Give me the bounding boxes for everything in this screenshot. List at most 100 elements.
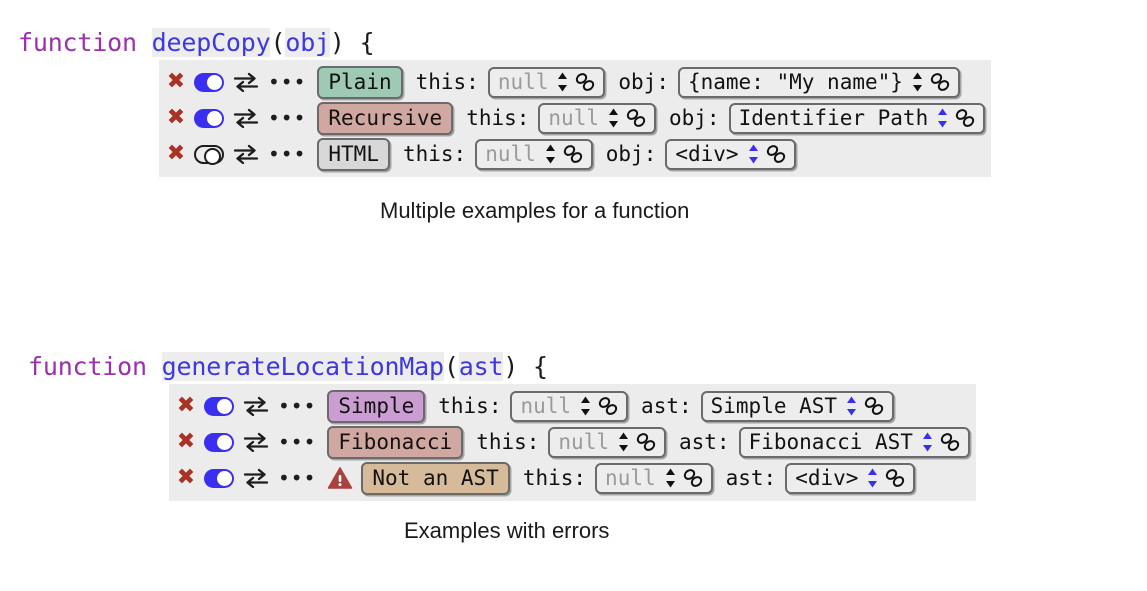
example-row: ✖ ••• Plain this: null obj: {name: "My n… bbox=[165, 64, 985, 100]
example-row-error: ✖ ••• Not an AST this: null ast: bbox=[175, 460, 970, 496]
arg-field[interactable]: null bbox=[595, 462, 713, 494]
arg-field[interactable]: Fibonacci AST bbox=[738, 426, 970, 458]
enable-toggle[interactable] bbox=[194, 108, 224, 128]
spinner-icon[interactable] bbox=[912, 71, 923, 93]
swap-arrows-icon[interactable] bbox=[243, 468, 269, 488]
function-param[interactable]: obj bbox=[285, 28, 330, 57]
function-name[interactable]: generateLocationMap bbox=[161, 352, 444, 381]
enable-toggle[interactable] bbox=[204, 396, 234, 416]
spinner-icon[interactable] bbox=[846, 395, 857, 417]
function-name[interactable]: deepCopy bbox=[151, 28, 271, 57]
arg-value: null bbox=[520, 393, 572, 418]
link-icon[interactable] bbox=[597, 396, 619, 416]
more-options-icon[interactable]: ••• bbox=[278, 466, 317, 490]
spinner-icon[interactable] bbox=[557, 71, 568, 93]
arg-value: null bbox=[605, 465, 656, 490]
swap-arrows-icon[interactable] bbox=[233, 144, 259, 164]
spinner-icon[interactable] bbox=[748, 143, 759, 165]
more-options-icon[interactable]: ••• bbox=[268, 142, 307, 166]
spinner-icon[interactable] bbox=[665, 467, 676, 489]
spinner-icon[interactable] bbox=[867, 467, 878, 489]
error-warning-icon[interactable] bbox=[327, 466, 353, 490]
more-options-icon[interactable]: ••• bbox=[278, 394, 317, 418]
arg-label: obj: bbox=[618, 70, 669, 94]
enable-toggle[interactable] bbox=[194, 72, 224, 92]
arg-field[interactable]: {name: "My name"} bbox=[677, 66, 960, 98]
close-icon[interactable]: ✖ bbox=[176, 393, 196, 418]
close-icon[interactable]: ✖ bbox=[166, 105, 186, 130]
arg-label: obj: bbox=[605, 142, 657, 166]
example-name-chip[interactable]: Fibonacci bbox=[327, 425, 464, 459]
function-param[interactable]: ast bbox=[458, 352, 504, 381]
arg-label: this: bbox=[476, 430, 540, 454]
link-icon[interactable] bbox=[765, 144, 787, 164]
close-icon[interactable]: ✖ bbox=[176, 429, 196, 454]
example-name-chip[interactable]: HTML bbox=[317, 137, 390, 171]
more-options-icon[interactable]: ••• bbox=[268, 106, 307, 130]
open-brace: { bbox=[518, 352, 548, 381]
function-example-block-deepcopy: function deepCopy(obj) { ✖ ••• Plain thi… bbox=[18, 28, 992, 177]
arg-field[interactable]: null bbox=[538, 102, 656, 134]
swap-arrows-icon[interactable] bbox=[233, 108, 259, 128]
arg-field[interactable]: <div> bbox=[665, 138, 796, 170]
example-row: ✖ ••• Fibonacci this: null ast: Fibonacc… bbox=[175, 424, 970, 460]
arg-field[interactable]: <div> bbox=[785, 462, 916, 494]
arg-value: null bbox=[558, 429, 609, 454]
link-icon[interactable] bbox=[574, 72, 596, 92]
arg-value: {name: "My name"} bbox=[687, 69, 903, 94]
close-icon[interactable]: ✖ bbox=[166, 69, 186, 94]
enable-toggle[interactable] bbox=[204, 432, 234, 452]
arg-field[interactable]: null bbox=[475, 138, 593, 170]
spinner-icon[interactable] bbox=[937, 107, 948, 129]
more-options-icon[interactable]: ••• bbox=[278, 430, 317, 454]
example-name-chip[interactable]: Not an AST bbox=[361, 461, 510, 495]
link-icon[interactable] bbox=[625, 108, 647, 128]
arg-field[interactable]: Identifier Path bbox=[728, 102, 986, 134]
arg-field[interactable]: Simple AST bbox=[700, 390, 895, 422]
link-icon[interactable] bbox=[682, 468, 704, 488]
example-row: ✖ ••• HTML this: null obj: <div> bbox=[165, 136, 985, 172]
arg-field[interactable]: null bbox=[487, 66, 606, 98]
swap-arrows-icon[interactable] bbox=[243, 396, 269, 416]
close-icon[interactable]: ✖ bbox=[166, 141, 186, 166]
spinner-icon[interactable] bbox=[545, 143, 556, 165]
spinner-icon[interactable] bbox=[580, 395, 591, 417]
more-options-icon[interactable]: ••• bbox=[268, 70, 307, 94]
arg-label: ast: bbox=[678, 430, 730, 454]
arg-value: Simple AST bbox=[710, 393, 838, 418]
examples-panel: ✖ ••• Plain this: null obj: {name: "My n… bbox=[159, 60, 992, 177]
link-icon[interactable] bbox=[562, 144, 584, 164]
enable-toggle[interactable] bbox=[194, 144, 224, 165]
examples-panel: ✖ ••• Simple this: null ast: Simple AST bbox=[169, 384, 976, 501]
arg-label: this: bbox=[438, 394, 502, 418]
link-icon[interactable] bbox=[929, 72, 951, 92]
swap-arrows-icon[interactable] bbox=[233, 72, 259, 92]
arg-label: this: bbox=[415, 70, 479, 94]
example-name-chip[interactable]: Recursive bbox=[317, 101, 454, 135]
swap-arrows-icon[interactable] bbox=[243, 432, 269, 452]
spinner-icon[interactable] bbox=[922, 431, 933, 453]
spinner-icon[interactable] bbox=[608, 107, 619, 129]
link-icon[interactable] bbox=[863, 396, 885, 416]
link-icon[interactable] bbox=[939, 432, 961, 452]
arg-value: null bbox=[497, 69, 549, 94]
example-name-chip[interactable]: Simple bbox=[327, 389, 426, 423]
close-paren: ) bbox=[503, 352, 519, 381]
arg-label: obj: bbox=[668, 106, 720, 130]
arg-field[interactable]: null bbox=[510, 390, 629, 422]
close-paren: ) bbox=[329, 28, 345, 57]
function-example-block-generatelocationmap: function generateLocationMap(ast) { ✖ ••… bbox=[28, 352, 976, 501]
arg-value: <div> bbox=[795, 465, 859, 490]
link-icon[interactable] bbox=[635, 432, 657, 452]
arg-label: ast: bbox=[725, 466, 777, 490]
example-row: ✖ ••• Simple this: null ast: Simple AST bbox=[175, 388, 970, 424]
arg-field[interactable]: null bbox=[548, 426, 666, 458]
enable-toggle[interactable] bbox=[204, 468, 234, 488]
link-icon[interactable] bbox=[884, 468, 906, 488]
caption-block-1: Multiple examples for a function bbox=[380, 198, 690, 223]
close-icon[interactable]: ✖ bbox=[176, 465, 196, 490]
example-name-chip[interactable]: Plain bbox=[317, 65, 403, 99]
link-icon[interactable] bbox=[954, 108, 976, 128]
spinner-icon[interactable] bbox=[618, 431, 629, 453]
